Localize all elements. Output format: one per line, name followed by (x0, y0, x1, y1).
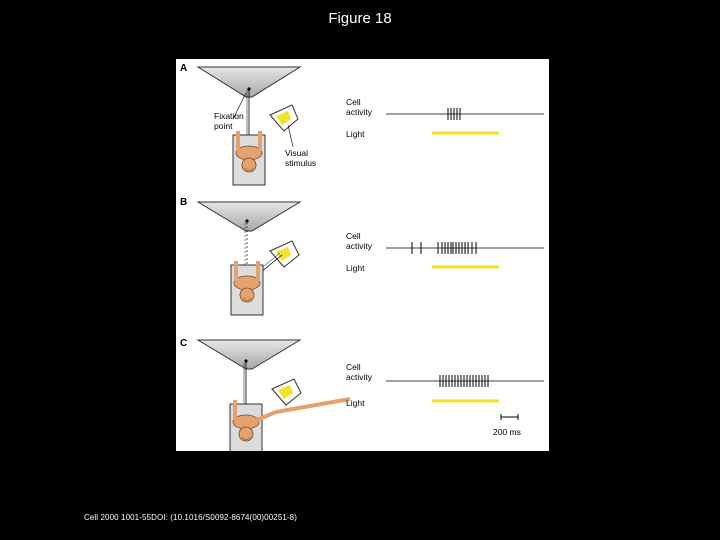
monitor-screen (196, 66, 302, 98)
panel-b: B Cell activity Light (180, 197, 544, 316)
person-figure (230, 261, 264, 316)
footer-citation: Cell 2000 1001-55DOI: (10.1016/S0092-867… (84, 513, 297, 522)
light-label: Light (346, 398, 365, 408)
cell-label: Cell (346, 97, 361, 107)
scale-bar (500, 414, 519, 420)
cell-label: Cell (346, 362, 361, 372)
slide-title: Figure 18 (328, 10, 392, 27)
scale-bar-label: 200 ms (493, 427, 521, 437)
panel-letter: C (180, 338, 187, 349)
fixation-label: Fixation (214, 111, 244, 121)
visual-stimulus (278, 385, 293, 399)
monitor-screen (196, 339, 302, 370)
monitor-screen (196, 201, 302, 232)
panel-c: C Cell activity Light 200 ms (180, 338, 544, 451)
stimulus-label: Visual (285, 148, 308, 158)
panel-letter: A (180, 63, 187, 74)
light-label: Light (346, 263, 365, 273)
cell-activity-trace (386, 242, 544, 254)
panel-a: A Fixation point Visual stimulus Cell ac… (180, 63, 544, 186)
panel-letter: B (180, 197, 187, 208)
person-figure (229, 397, 351, 451)
cell-activity-trace (386, 375, 544, 387)
cell-activity-trace (386, 108, 544, 120)
fixation-point (245, 219, 249, 223)
cell-label-2: activity (346, 241, 373, 251)
figure-image: A Fixation point Visual stimulus Cell ac… (176, 59, 549, 451)
fixation-label-2: point (214, 121, 233, 131)
light-label: Light (346, 129, 365, 139)
person-figure (232, 131, 266, 186)
visual-stimulus (276, 247, 291, 261)
cell-label-2: activity (346, 372, 373, 382)
fixation-point (244, 359, 248, 363)
cell-label-2: activity (346, 107, 373, 117)
stimulus-label-2: stimulus (285, 158, 316, 168)
visual-stimulus (276, 111, 291, 125)
cell-label: Cell (346, 231, 361, 241)
